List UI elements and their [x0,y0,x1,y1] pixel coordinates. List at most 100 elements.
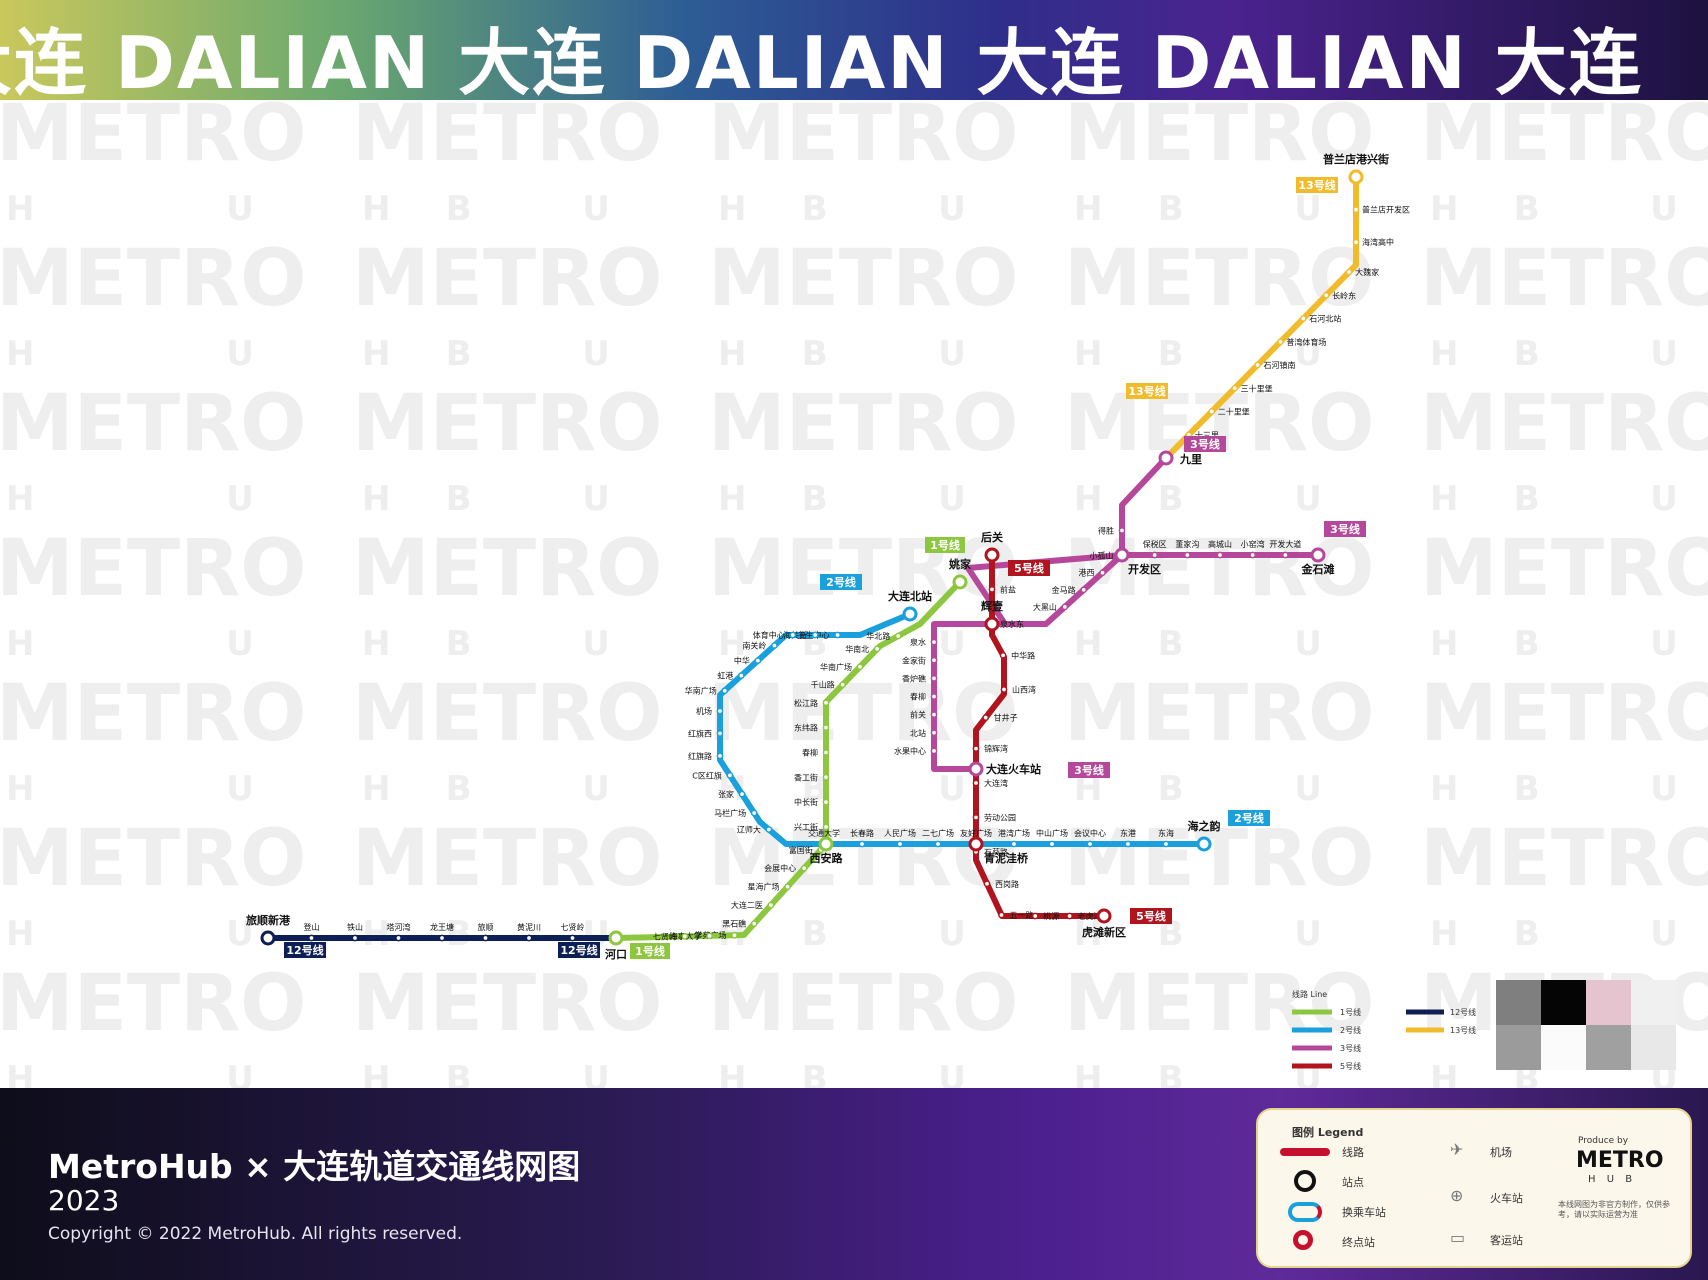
line2-station-dot[interactable] [716,752,724,760]
line5-station-dot[interactable] [998,911,1005,919]
line13-station-dot[interactable] [1322,291,1330,299]
line3-station-dot[interactable] [1151,551,1159,559]
line3-station-dot[interactable] [1061,603,1069,611]
line3-station-dot[interactable] [1080,586,1088,594]
line13-station-dot[interactable] [1208,408,1216,415]
line2-station-dot[interactable] [811,631,819,639]
line3s-station-dot[interactable] [930,656,938,664]
line1-station-dot[interactable] [894,632,902,640]
line1-station-dot[interactable] [822,699,830,707]
line3-station-dot[interactable] [1216,551,1224,559]
line2-station-dot[interactable] [765,826,773,833]
line3s-station-dot[interactable] [930,729,938,737]
major-station-hushanqu[interactable] [1096,908,1112,924]
major-station-hekou[interactable] [608,930,624,946]
line13-station-dot[interactable] [1352,238,1360,246]
line5-station-dot[interactable] [1031,912,1039,920]
line1-station-dot[interactable] [731,931,738,939]
line1-station-dot[interactable] [706,932,714,940]
major-station-jiuli[interactable] [1158,450,1174,466]
line5-station-dot[interactable] [972,814,980,821]
line2-station-dot[interactable] [934,840,942,848]
line13-station-dot[interactable] [1345,268,1353,276]
line1-station-dot[interactable] [822,724,830,731]
major-station-haizhiyun[interactable] [1196,836,1212,852]
line2-station-dot[interactable] [737,672,745,679]
line3s-station-dot[interactable] [930,638,938,646]
major-station-yaojia[interactable] [952,574,968,590]
line1-station-dot[interactable] [750,920,758,927]
watermark-word: METRO [352,234,662,324]
line5-station-dot[interactable] [1066,912,1073,920]
line1-station-dot[interactable] [822,773,830,781]
line2-station-dot[interactable] [716,730,724,737]
line2-station-dot[interactable] [750,809,758,817]
line1-station-dot[interactable] [784,883,791,891]
line1-station-dot[interactable] [873,645,881,653]
line2-station-dot[interactable] [1048,840,1056,848]
line12-station-dot[interactable] [438,934,446,942]
line2-station-dot[interactable] [1086,840,1094,848]
line3s-station-dot[interactable] [930,675,938,682]
line2-station-dot[interactable] [1010,840,1018,848]
line1-station-dot[interactable] [767,901,775,909]
line12-station-dot[interactable] [482,934,489,942]
line12-station-dot[interactable] [308,934,315,942]
major-station-hougan[interactable] [984,547,1000,563]
line5-station-dot[interactable] [972,779,980,787]
line3-station-dot[interactable] [1118,527,1126,534]
line2-station-dot[interactable] [771,642,778,649]
major-station-xianlu[interactable] [818,836,834,852]
line2-station-dot[interactable] [1124,840,1132,848]
line2-station-dot[interactable] [738,790,746,798]
line1-station-dot[interactable] [822,823,830,831]
line5-station-dot[interactable] [972,745,980,753]
line5-station-dot[interactable] [982,714,990,721]
line2-station-dot[interactable] [721,687,729,695]
line1-station-dot[interactable] [681,933,689,940]
line2-station-dot[interactable] [896,840,904,848]
line13-station-dot[interactable] [1352,206,1360,213]
line12-station-dot[interactable] [525,934,533,942]
major-station-daliandongzhan[interactable] [968,761,984,777]
line2-station-dot[interactable] [716,707,724,715]
line13-station-dot[interactable] [1299,315,1307,322]
major-station-huiyi[interactable] [984,616,1000,632]
line13-station-dot[interactable] [1277,338,1284,346]
major-station-pulandian[interactable] [1348,169,1364,185]
line2-station-dot[interactable] [789,631,797,639]
major-station-dalianbei[interactable] [902,606,918,622]
line12-station-dot[interactable] [351,934,359,942]
line5-station-dot[interactable] [999,651,1007,659]
line5-station-dot[interactable] [1000,686,1008,693]
line5-station-dot[interactable] [983,880,991,888]
line3-station-dot[interactable] [1099,569,1106,577]
line5-station-dot[interactable] [988,586,996,593]
line3-station-dot[interactable] [1249,551,1257,559]
line2-station-dot[interactable] [834,631,841,639]
line2-station-dot[interactable] [858,840,866,848]
line2-station-dot[interactable] [726,771,734,779]
line12-station-dot[interactable] [569,934,576,942]
line1-station-dot[interactable] [822,798,830,806]
major-station-jinshitan[interactable] [1310,547,1326,563]
line13-station-dot[interactable] [1231,384,1239,392]
line1-station-dot[interactable] [800,864,808,872]
line3-station-dot[interactable] [1281,551,1289,559]
major-station-qingniwaqiao[interactable] [968,836,984,852]
line2-station-dot[interactable] [754,657,762,664]
watermark-word: METRO [1420,669,1708,759]
line12-station-dot[interactable] [395,934,402,942]
line2-station-dot[interactable] [1162,840,1170,848]
station-layer: 普兰店开发区海湾高中大魏家长岭东石河北站普湾体育场石河镇南三十里堡二十里堡十三里… [246,152,1410,961]
line3s-station-dot[interactable] [930,693,938,700]
line1-station-dot[interactable] [822,749,830,756]
major-station-lushunxingang[interactable] [260,930,276,946]
line13-station-dot[interactable] [1254,361,1261,369]
major-station-kaifaqu[interactable] [1114,547,1130,563]
line3s-station-dot[interactable] [930,711,938,718]
line1-station-dot[interactable] [839,681,847,689]
line3-station-dot[interactable] [1183,551,1191,559]
line1-station-dot[interactable] [856,663,864,671]
line3s-station-dot[interactable] [930,747,938,755]
